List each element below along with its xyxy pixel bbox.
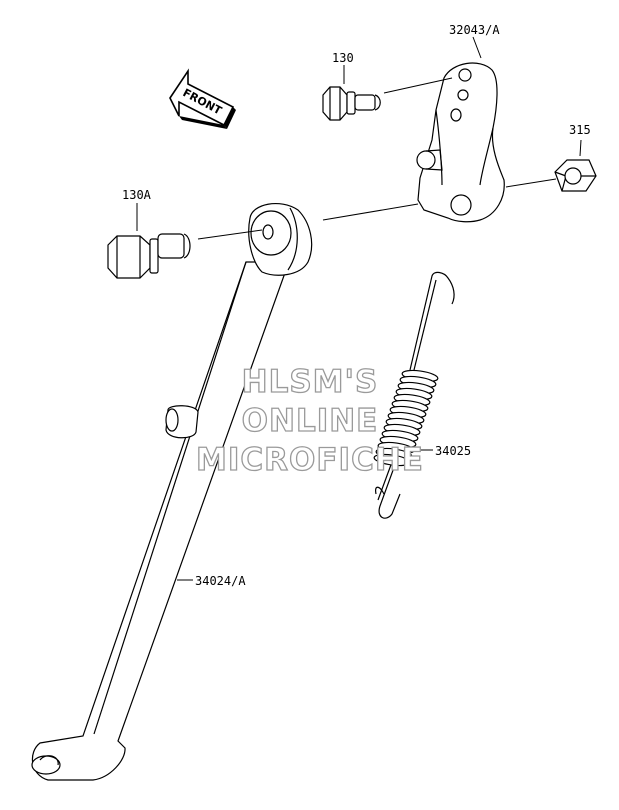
watermark-line-2: ONLINE	[242, 403, 379, 439]
front-arrow-icon: FRONT	[169, 68, 236, 129]
label-34024a: 34024/A	[195, 574, 246, 588]
leader-lines	[136, 36, 582, 581]
bracket-part	[416, 62, 505, 223]
bolt-130a-part	[107, 233, 191, 279]
watermark-line-3: MICROFICHE	[196, 442, 424, 478]
label-315: 315	[569, 123, 591, 137]
label-34025: 34025	[435, 444, 471, 458]
spring-part	[373, 271, 455, 519]
side-stand-part	[31, 203, 313, 781]
spring-coils	[373, 369, 439, 467]
watermark: HLSM'S ONLINE MICROFICHE	[195, 363, 424, 478]
label-32043a: 32043/A	[449, 23, 500, 37]
watermark-line-1: HLSM'S	[242, 364, 379, 400]
bolt-130-part	[322, 86, 381, 121]
label-130a: 130A	[122, 188, 152, 202]
label-130: 130	[332, 51, 354, 65]
part-labels: 32043/A 130 315 130A 34025 34024/A	[122, 23, 591, 588]
nut-315-part	[554, 159, 597, 192]
